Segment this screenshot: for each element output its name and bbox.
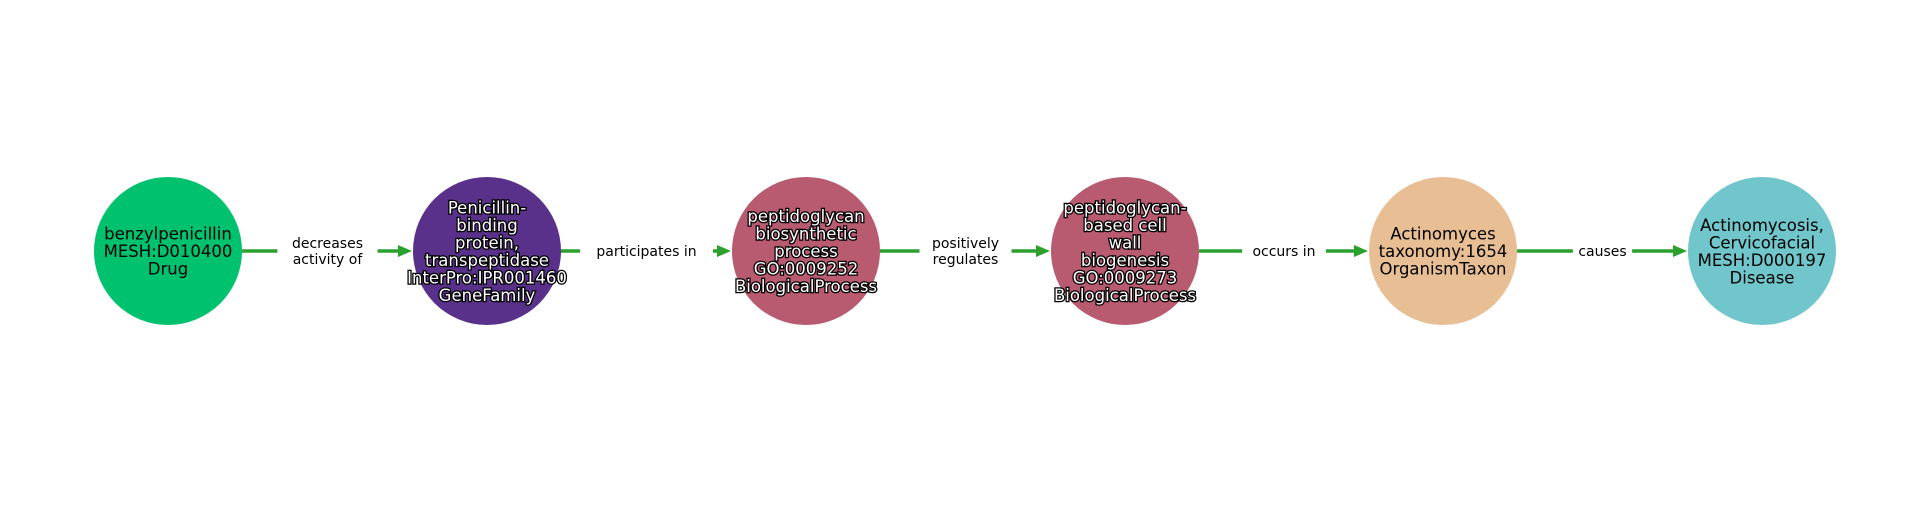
node-label-line: wall [1109, 233, 1142, 252]
edge-label: participates in [580, 240, 713, 262]
edge-label-text: participates in [596, 244, 696, 260]
node-label-line: MESH:D000197 [1698, 251, 1827, 270]
node-label-line: GO:0009273 [1073, 268, 1178, 287]
node-circle[interactable] [1369, 177, 1517, 325]
edge-label-text: causes [1578, 244, 1626, 260]
node-label-line: process [774, 242, 837, 261]
arrowhead-icon [1673, 245, 1687, 257]
node-label-line: binding [456, 216, 518, 235]
edge-label: occurs in [1242, 240, 1326, 262]
node-label-line: MESH:D010400 [104, 242, 233, 261]
node-label-line: peptidoglycan [747, 207, 864, 226]
arrowhead-icon [1036, 245, 1050, 257]
node-label-line: transpeptidase [425, 251, 549, 270]
node-label-line: Disease [1730, 268, 1795, 287]
node-label-line: Actinomyces [1390, 225, 1495, 244]
node-circle[interactable] [413, 177, 561, 325]
arrowhead-icon [398, 245, 412, 257]
node-label-line: based cell [1083, 216, 1166, 235]
node-label-line: benzylpenicillin [104, 225, 232, 244]
node-peptidoglycan-biosynthetic-process[interactable]: peptidoglycanbiosyntheticprocessGO:00092… [732, 177, 880, 325]
node-label-line: BiologicalProcess [1054, 286, 1196, 305]
node-peptidoglycan-cell-wall-biogenesis[interactable]: peptidoglycan-based cellwallbiogenesisGO… [1051, 177, 1199, 325]
arrowhead-icon [1354, 245, 1368, 257]
node-circle[interactable] [94, 177, 242, 325]
node-label-line: InterPro:IPR001460 [407, 268, 567, 287]
edge-label-background [277, 232, 378, 270]
edge-label-text: positively [932, 236, 999, 252]
edge-label-text: decreases [292, 236, 363, 252]
node-label-line: BiologicalProcess [735, 277, 877, 296]
node-circle[interactable] [1688, 177, 1836, 325]
node-circle[interactable] [732, 177, 880, 325]
node-label-line: protein, [455, 233, 519, 252]
node-label-line: GO:0009252 [754, 260, 859, 279]
edge-label-text: activity of [293, 252, 364, 268]
edge-label-background [1572, 240, 1633, 262]
node-label-line: Cervicofacial [1709, 233, 1815, 252]
edge-label-text: regulates [933, 252, 999, 268]
node-label-line: OrganismTaxon [1379, 260, 1506, 279]
edge-label-background [580, 240, 713, 262]
node-label-line: peptidoglycan- [1063, 198, 1186, 217]
node-label-line: biosynthetic [755, 225, 856, 244]
edge-label: causes [1572, 240, 1633, 262]
node-label-line: Penicillin- [448, 198, 526, 217]
edge-label-background [1242, 240, 1326, 262]
node-penicillin-binding-protein[interactable]: Penicillin-bindingprotein,transpeptidase… [406, 177, 568, 325]
edge-label-text: occurs in [1252, 244, 1315, 260]
node-label-line: taxonomy:1654 [1379, 242, 1508, 261]
node-actinomycosis-cervicofacial[interactable]: Actinomycosis,CervicofacialMESH:D000197D… [1688, 177, 1836, 325]
edge-label-background [919, 232, 1012, 270]
arrowhead-icon [717, 245, 731, 257]
node-label-line: Drug [148, 260, 188, 279]
node-label-line: biogenesis [1081, 251, 1169, 270]
node-label-line: GeneFamily [439, 286, 536, 305]
node-label-line: Actinomycosis, [1700, 216, 1824, 235]
node-circle[interactable] [1051, 177, 1199, 325]
